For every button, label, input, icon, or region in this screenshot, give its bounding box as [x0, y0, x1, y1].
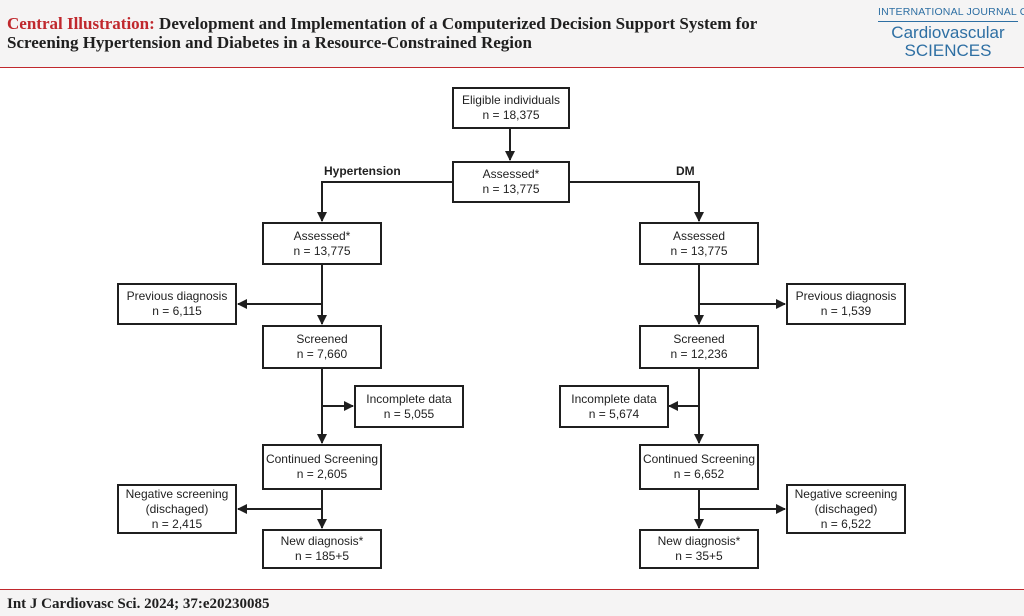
box-dm-assessed: Assessed n = 13,775: [639, 222, 759, 265]
box-count: n = 6,115: [152, 304, 202, 318]
box-dm-new-diagnosis: New diagnosis* n = 35+5: [639, 529, 759, 569]
box-label: Screened: [296, 332, 348, 346]
box-count: n = 13,775: [293, 243, 351, 258]
box-label: (dischaged): [145, 501, 209, 516]
box-eligible-individuals: Eligible individuals n = 18,375: [452, 87, 570, 129]
box-label: New diagnosis*: [280, 534, 364, 548]
box-label: Continued Screening: [642, 452, 756, 466]
arrow-to-htn-branch: [317, 181, 452, 222]
box-htn-new-diagnosis: New diagnosis* n = 185+5: [262, 529, 382, 569]
box-label: Assessed*: [482, 167, 540, 181]
box-htn-negative-screening: Negative screening (dischaged) n = 2,415: [117, 484, 237, 534]
box-htn-assessed: Assessed* n = 13,775: [262, 222, 382, 265]
journal-name-line2: SCIENCES: [904, 41, 992, 60]
box-label: Previous diagnosis: [795, 289, 897, 303]
box-htn-screened: Screened n = 7,660: [262, 325, 382, 369]
page-title: Central Illustration: Development and Im…: [7, 14, 827, 52]
journal-name-small: INTERNATIONAL JOURNAL OF: [878, 6, 1024, 18]
box-count: n = 2,415: [151, 516, 203, 531]
box-label: Assessed*: [293, 228, 351, 243]
journal-logo: INTERNATIONAL JOURNAL OF Cardiovascular …: [878, 6, 1024, 60]
box-count: n = 5,055: [383, 406, 435, 421]
box-count: n = 6,522: [820, 516, 872, 531]
box-label: Previous diagnosis: [126, 289, 228, 303]
box-label: Incomplete data: [366, 391, 452, 406]
box-count: n = 1,539: [820, 304, 872, 318]
box-count: n = 7,660: [296, 347, 348, 361]
box-dm-continued-screening: Continued Screening n = 6,652: [639, 444, 759, 490]
box-count: n = 18,375: [482, 108, 540, 122]
box-count: n = 13,775: [670, 243, 728, 258]
journal-divider: [878, 21, 1018, 22]
header-rule: [0, 67, 1024, 68]
box-label: New diagnosis*: [657, 534, 741, 548]
header: Central Illustration: Development and Im…: [0, 0, 1024, 68]
box-dm-screened: Screened n = 12,236: [639, 325, 759, 369]
box-dm-negative-screening: Negative screening (dischaged) n = 6,522: [786, 484, 906, 534]
title-lead: Central Illustration:: [7, 14, 155, 33]
footer-rule: [0, 589, 1024, 590]
box-label: Continued Screening: [265, 452, 379, 466]
branch-label-dm: DM: [676, 164, 695, 178]
citation: Int J Cardiovasc Sci. 2024; 37:e20230085: [7, 596, 270, 612]
box-count: n = 12,236: [670, 347, 728, 361]
journal-name-line1: Cardiovascular: [891, 23, 1005, 42]
box-label: Negative screening: [125, 486, 229, 501]
footer: [0, 589, 1024, 616]
box-label: Eligible individuals: [461, 93, 561, 107]
box-count: n = 5,674: [588, 406, 640, 421]
box-label: Negative screening: [794, 486, 898, 501]
box-count: n = 2,605: [296, 467, 348, 481]
box-count: n = 185+5: [294, 549, 350, 563]
branch-label-hypertension: Hypertension: [324, 164, 401, 178]
box-htn-incomplete-data: Incomplete data n = 5,055: [354, 385, 464, 428]
box-count: n = 35+5: [675, 549, 723, 563]
box-htn-previous-diagnosis: Previous diagnosis n = 6,115: [117, 283, 237, 325]
title-text: Development and Implementation of a Comp…: [7, 14, 758, 52]
arrow-to-dm-branch: [570, 181, 704, 222]
box-label: (dischaged): [814, 501, 878, 516]
box-dm-incomplete-data: Incomplete data n = 5,674: [559, 385, 669, 428]
box-label: Screened: [673, 332, 725, 346]
box-count: n = 13,775: [482, 182, 540, 196]
box-label: Incomplete data: [571, 391, 657, 406]
box-htn-continued-screening: Continued Screening n = 2,605: [262, 444, 382, 490]
box-label: Assessed: [672, 228, 726, 243]
box-dm-previous-diagnosis: Previous diagnosis n = 1,539: [786, 283, 906, 325]
box-count: n = 6,652: [673, 467, 725, 481]
box-assessed-top: Assessed* n = 13,775: [452, 161, 570, 203]
